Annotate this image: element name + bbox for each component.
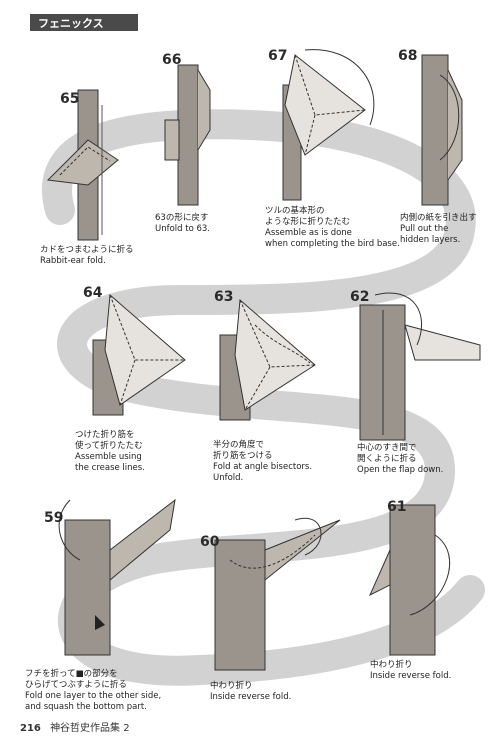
step-number: 60 bbox=[200, 534, 220, 550]
diagram-step-59 bbox=[58, 498, 176, 656]
step-number: 66 bbox=[162, 52, 182, 68]
diagram-step-64 bbox=[92, 293, 186, 416]
step-number: 67 bbox=[268, 48, 288, 64]
page-number: 216 bbox=[20, 723, 41, 734]
diagram-step-65 bbox=[46, 89, 119, 241]
section-header: フェニックス bbox=[30, 14, 138, 31]
section-title: フェニックス bbox=[38, 17, 104, 30]
step-number: 59 bbox=[44, 510, 64, 526]
page-footer: 216 神谷哲史作品集 2 bbox=[20, 719, 130, 734]
book-title: 神谷哲史作品集 2 bbox=[50, 723, 130, 734]
step-63-caption: 半分の角度で折り筋をつける Fold at angle bisectors.Un… bbox=[213, 440, 313, 483]
step-number: 68 bbox=[398, 48, 418, 64]
diagram-step-61 bbox=[368, 504, 451, 656]
step-59-caption: フチを折って■の部分をひらげてつぶすように折る Fold one layer t… bbox=[25, 669, 162, 712]
step-number: 62 bbox=[350, 289, 370, 305]
diagram-step-66 bbox=[164, 64, 211, 206]
step-number: 65 bbox=[60, 91, 80, 107]
diagram-step-63 bbox=[219, 298, 316, 421]
diagram-step-60 bbox=[214, 517, 341, 671]
step-number: 63 bbox=[214, 289, 234, 305]
diagram-step-62 bbox=[359, 292, 481, 441]
diagram-step-67 bbox=[282, 49, 375, 201]
step-number: 61 bbox=[387, 499, 407, 515]
diagram-step-68 bbox=[421, 54, 463, 206]
step-number: 64 bbox=[83, 285, 103, 301]
